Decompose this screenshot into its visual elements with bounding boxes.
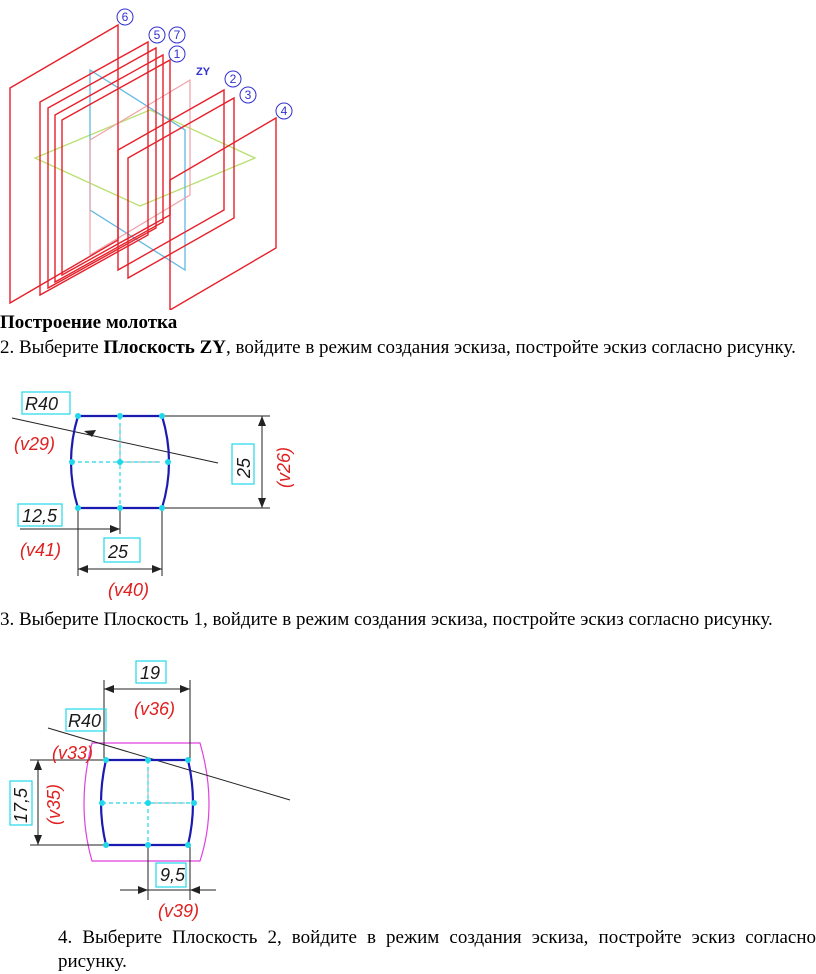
sketch-figure-3: 19 (v36) R40 (v33) 17,5 (v35) 9,5 (v39) xyxy=(9,660,291,921)
sketch-figure-2: R40 (v29) 25 (v26) 12,5 (v41) 25 (v40) xyxy=(11,391,294,600)
plane-number-markers: 6 5 7 1 2 3 4 ZY xyxy=(116,8,293,120)
plane-number-5: 5 xyxy=(154,28,161,42)
plane-3 xyxy=(127,96,235,280)
plane-number-2: 2 xyxy=(230,72,237,86)
plane-number-3: 3 xyxy=(245,88,252,102)
step-2-bold: Плоскость ZY xyxy=(103,337,226,358)
plane-number-1: 1 xyxy=(174,47,181,61)
width-value: 25 xyxy=(107,542,129,562)
offset-value: 12,5 xyxy=(22,506,58,526)
height-variable: (v26) xyxy=(274,447,294,488)
plane-2 xyxy=(117,88,225,272)
offset-variable: (v41) xyxy=(20,540,61,560)
step-2-number: 2. xyxy=(0,337,15,358)
step-2-text: 2. Выберите Плоскость ZY, войдите в режи… xyxy=(0,336,816,360)
width-value: 19 xyxy=(140,663,160,683)
plane-7 xyxy=(47,46,157,290)
radius-value: R40 xyxy=(68,711,101,731)
plane-1 xyxy=(61,58,171,277)
planes-figure: 6 5 7 1 2 3 4 ZY xyxy=(9,8,293,310)
plane-number-4: 4 xyxy=(281,104,288,118)
plane-number-7: 7 xyxy=(174,28,181,42)
offset-variable: (v39) xyxy=(158,901,199,921)
plane-label-zy: ZY xyxy=(196,66,211,78)
light-plane xyxy=(89,78,191,257)
section-title: Построение молотка xyxy=(0,312,178,333)
height-value: 17,5 xyxy=(11,787,31,823)
radius-value: R40 xyxy=(25,394,58,414)
height-value: 25 xyxy=(234,457,254,479)
plane-number-6: 6 xyxy=(122,10,129,24)
width-variable: (v36) xyxy=(134,699,175,719)
radius-variable: (v33) xyxy=(52,743,93,763)
height-variable: (v35) xyxy=(44,784,64,825)
step-4-text: 4. Выберите Плоскость 2, войдите в режим… xyxy=(58,927,816,972)
step-2-rest: , войдите в режим создания эскиза, постр… xyxy=(225,337,796,358)
step-3-text: 3. Выберите Плоскость 1, войдите в режим… xyxy=(0,609,773,630)
width-variable: (v40) xyxy=(108,580,149,600)
plane-5 xyxy=(39,40,149,297)
zx-plane xyxy=(33,109,257,207)
radius-variable: (v29) xyxy=(14,434,55,454)
offset-value: 9,5 xyxy=(160,865,186,885)
plane-a xyxy=(54,53,164,284)
step-2-prefix: Выберите xyxy=(19,337,99,358)
plane-4 xyxy=(169,116,277,310)
